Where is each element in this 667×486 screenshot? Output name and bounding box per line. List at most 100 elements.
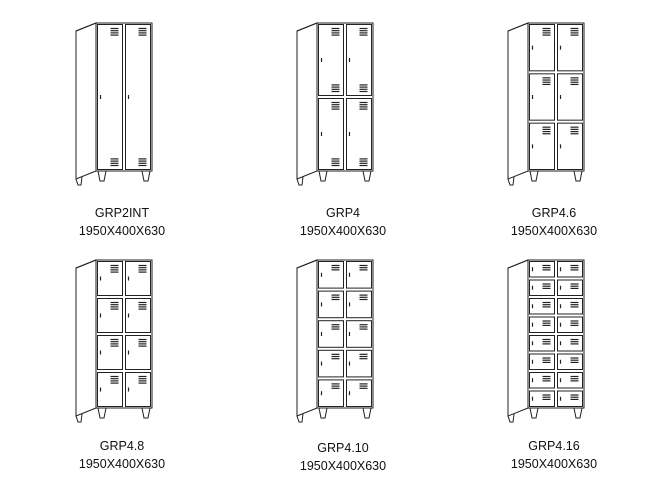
locker-door — [529, 73, 555, 121]
locker-door — [557, 279, 583, 296]
locker-leg — [573, 407, 583, 419]
locker-leg — [75, 413, 83, 423]
locker-door — [97, 335, 123, 370]
locker-leg — [97, 407, 107, 419]
locker-door — [97, 298, 123, 333]
locker-card-grp4-6: GRP4.6 1950X400X630 — [494, 20, 614, 240]
locker-door — [557, 24, 583, 72]
locker-door — [125, 298, 151, 333]
locker-door — [125, 335, 151, 370]
locker-door — [346, 290, 372, 319]
locker-leg — [507, 413, 515, 423]
locker-door — [529, 390, 555, 407]
locker-door — [557, 372, 583, 389]
locker-side-panel — [507, 259, 529, 417]
locker-leg — [296, 413, 304, 423]
locker-door — [318, 349, 344, 378]
locker-leg — [529, 407, 539, 419]
locker-drawing — [296, 259, 374, 423]
locker-model-label: GRP4.8 — [99, 439, 145, 453]
locker-leg — [529, 170, 539, 182]
locker-door — [318, 320, 344, 348]
locker-leg — [75, 176, 83, 186]
locker-door — [557, 73, 583, 121]
locker-door — [529, 122, 555, 170]
locker-model-label: GRP4.6 — [531, 206, 577, 220]
locker-door — [529, 335, 555, 352]
locker-top-edge — [296, 259, 318, 269]
locker-door — [529, 279, 555, 296]
locker-drawing — [296, 22, 374, 186]
locker-leg — [573, 170, 583, 182]
locker-card-grp4-8: GRP4.8 1950X400X630 — [62, 257, 182, 477]
locker-door — [529, 353, 555, 370]
locker-door — [346, 349, 372, 378]
locker-drawing — [507, 22, 585, 186]
locker-door — [318, 24, 344, 96]
locker-door — [318, 290, 344, 319]
locker-dimensions-label: 1950X400X630 — [78, 224, 166, 238]
locker-side-panel — [296, 259, 318, 417]
locker-side-panel — [75, 259, 97, 417]
locker-leg — [97, 170, 107, 182]
locker-leg — [362, 170, 372, 182]
locker-door — [557, 122, 583, 170]
locker-card-grp4-16: GRP4.16 1950X400X630 — [494, 257, 614, 477]
locker-door — [97, 261, 123, 296]
locker-door — [318, 98, 344, 170]
locker-side-panel — [296, 22, 318, 180]
locker-door — [346, 320, 372, 348]
locker-leg — [318, 407, 328, 419]
locker-model-label: GRP4.16 — [528, 439, 580, 453]
locker-card-grp4: GRP4 1950X400X630 — [283, 20, 403, 240]
locker-drawing — [507, 259, 585, 423]
locker-door — [318, 379, 344, 408]
locker-leg — [141, 170, 151, 182]
locker-top-edge — [507, 22, 529, 32]
locker-leg — [296, 176, 304, 186]
locker-dimensions-label: 1950X400X630 — [299, 224, 387, 238]
locker-drawing — [75, 259, 153, 423]
locker-top-edge — [75, 22, 97, 32]
locker-door — [529, 316, 555, 333]
locker-door — [318, 261, 344, 289]
locker-door — [557, 298, 583, 315]
locker-dimensions-label: 1950X400X630 — [299, 459, 387, 473]
locker-side-panel — [75, 22, 97, 180]
locker-door — [346, 24, 372, 96]
locker-door — [125, 261, 151, 296]
locker-door — [346, 261, 372, 289]
locker-model-label: GRP2INT — [94, 206, 150, 220]
locker-card-grp4-10: GRP4.10 1950X400X630 — [283, 257, 403, 477]
locker-leg — [141, 407, 151, 419]
locker-leg — [362, 407, 372, 419]
locker-top-edge — [296, 22, 318, 32]
locker-door — [529, 298, 555, 315]
locker-door — [125, 24, 151, 170]
locker-door — [557, 335, 583, 352]
locker-door — [557, 353, 583, 370]
locker-card-grp2int: GRP2INT 1950X400X630 — [62, 20, 182, 240]
locker-dimensions-label: 1950X400X630 — [78, 457, 166, 471]
locker-leg — [318, 170, 328, 182]
locker-dimensions-label: 1950X400X630 — [510, 457, 598, 471]
locker-door — [557, 316, 583, 333]
locker-door — [346, 98, 372, 170]
locker-side-panel — [507, 22, 529, 180]
locker-dimensions-label: 1950X400X630 — [510, 224, 598, 238]
locker-door — [557, 390, 583, 407]
locker-door — [529, 24, 555, 72]
locker-top-edge — [507, 259, 529, 269]
locker-drawing — [75, 22, 153, 186]
locker-door — [529, 372, 555, 389]
locker-door — [529, 261, 555, 278]
locker-top-edge — [75, 259, 97, 269]
locker-door — [557, 261, 583, 278]
locker-door — [125, 372, 151, 407]
locker-model-label: GRP4.10 — [317, 441, 369, 455]
locker-door — [97, 24, 123, 170]
locker-model-label: GRP4 — [325, 206, 361, 220]
locker-leg — [507, 176, 515, 186]
locker-door — [97, 372, 123, 407]
locker-door — [346, 379, 372, 408]
